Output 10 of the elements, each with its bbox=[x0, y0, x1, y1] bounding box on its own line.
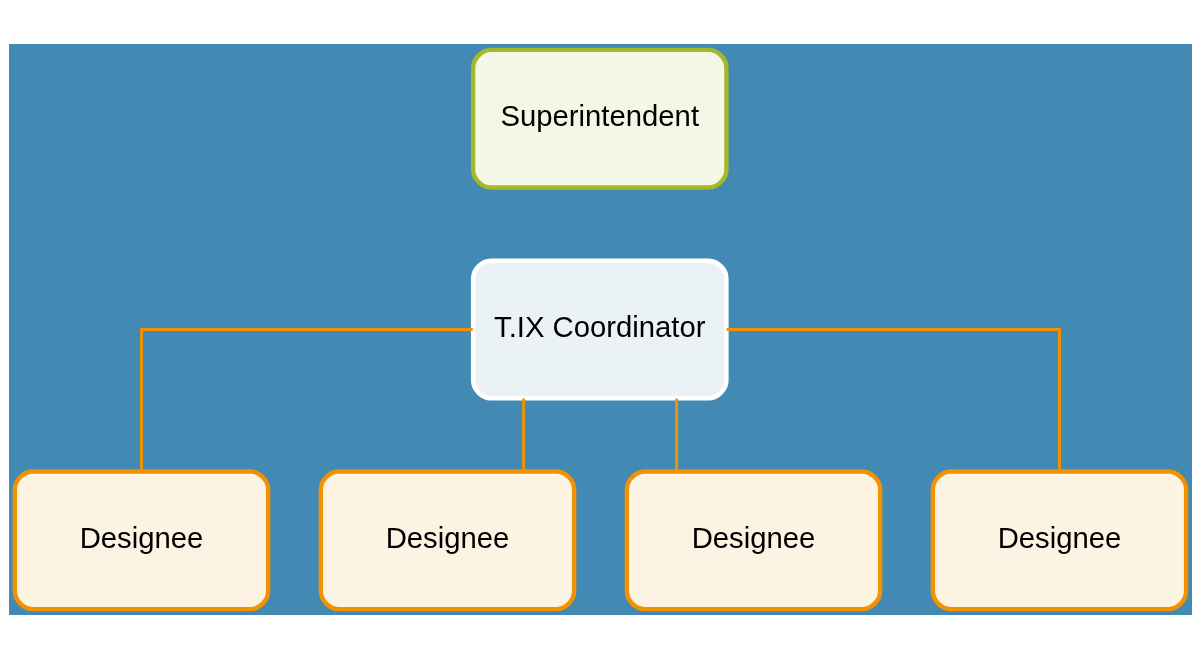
node-box: T.IX Coordinator bbox=[470, 258, 729, 400]
node-box: Designee bbox=[930, 468, 1189, 611]
connector bbox=[140, 327, 473, 471]
node-box: Superintendent bbox=[470, 47, 729, 190]
node-box: Designee bbox=[12, 468, 271, 611]
connector bbox=[675, 398, 679, 471]
node-box: Designee bbox=[318, 468, 577, 611]
connector bbox=[522, 398, 526, 471]
connector bbox=[726, 327, 1061, 471]
node-box: Designee bbox=[624, 468, 883, 611]
